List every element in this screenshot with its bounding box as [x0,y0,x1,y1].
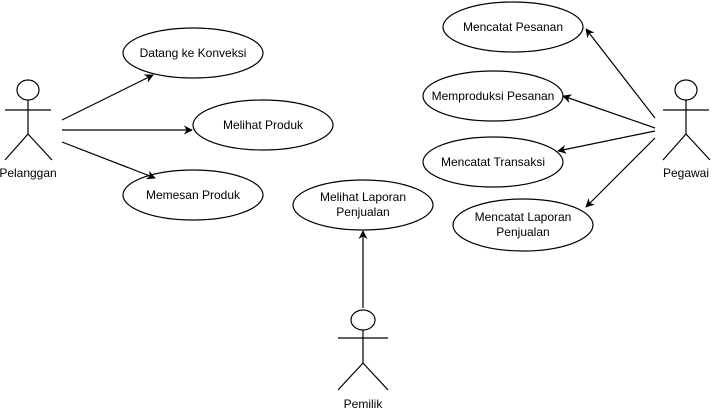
actor-pegawai-figure [662,79,711,161]
usecase-datang-ke-konveksi-label: Datang ke Konveksi [140,46,247,60]
association-pegawai-mencatat-pesanan [585,28,656,119]
usecase-memesan-produk[interactable]: Memesan Produk [122,169,264,221]
usecase-melihat-laporan-penjualan-label-line1: Melihat Laporan [320,190,406,204]
usecase-memproduksi-pesanan-label: Memproduksi Pesanan [432,89,555,103]
usecase-melihat-produk-shape [192,99,334,151]
usecase-mencatat-pesanan-shape [442,1,584,53]
usecase-datang-ke-konveksi[interactable]: Datang ke Konveksi [122,27,264,79]
usecase-datang-ke-konveksi-shape [122,27,264,79]
association-pelanggan-memesan-produk [61,141,156,180]
actor-pegawai-label: Pegawai [663,166,709,180]
usecase-memesan-produk-shape [122,169,264,221]
usecase-memproduksi-pesanan[interactable]: Memproduksi Pesanan [422,70,564,122]
actor-pegawai[interactable]: Pegawai [662,79,711,180]
usecase-melihat-laporan-penjualan-shape [292,179,434,231]
association-pelanggan-datang-ke-konveksi [61,74,154,121]
usecase-memesan-produk-label: Memesan Produk [146,188,241,202]
usecase-melihat-produk[interactable]: Melihat Produk [192,99,334,151]
actor-pelanggan-label: Pelanggan [0,166,57,180]
usecase-melihat-laporan-penjualan-label-line2: Penjualan [336,205,389,219]
usecase-mencatat-pesanan-label: Mencatat Pesanan [463,20,563,34]
usecase-mencatat-transaksi[interactable]: Mencatat Transaksi [422,136,564,188]
association-pegawai-mencatat-laporan-penjualan [585,137,656,208]
associations [61,28,656,308]
usecase-mencatat-transaksi-shape [422,136,564,188]
association-pegawai-memproduksi-pesanan [562,94,656,129]
usecase-melihat-produk-label: Melihat Produk [223,118,304,132]
usecase-mencatat-laporan-penjualan-label-line2: Penjualan [496,225,549,239]
usecase-mencatat-laporan-penjualan-label-line1: Mencatat Laporan [475,210,572,224]
actor-pemilik[interactable]: Pemilik [337,309,389,411]
actor-pemilik-figure [337,309,389,391]
usecase-mencatat-transaksi-label: Mencatat Transaksi [441,155,545,169]
actor-pemilik-label: Pemilik [344,397,384,411]
association-pegawai-mencatat-transaksi [557,130,656,154]
usecase-melihat-laporan-penjualan[interactable]: Melihat Laporan Penjualan [292,179,434,231]
actor-pelanggan-figure [4,79,53,161]
usecase-mencatat-pesanan[interactable]: Mencatat Pesanan [442,1,584,53]
usecase-mencatat-laporan-penjualan-shape [452,198,594,252]
usecase-mencatat-laporan-penjualan[interactable]: Mencatat Laporan Penjualan [452,198,594,252]
actor-pelanggan[interactable]: Pelanggan [0,79,57,180]
